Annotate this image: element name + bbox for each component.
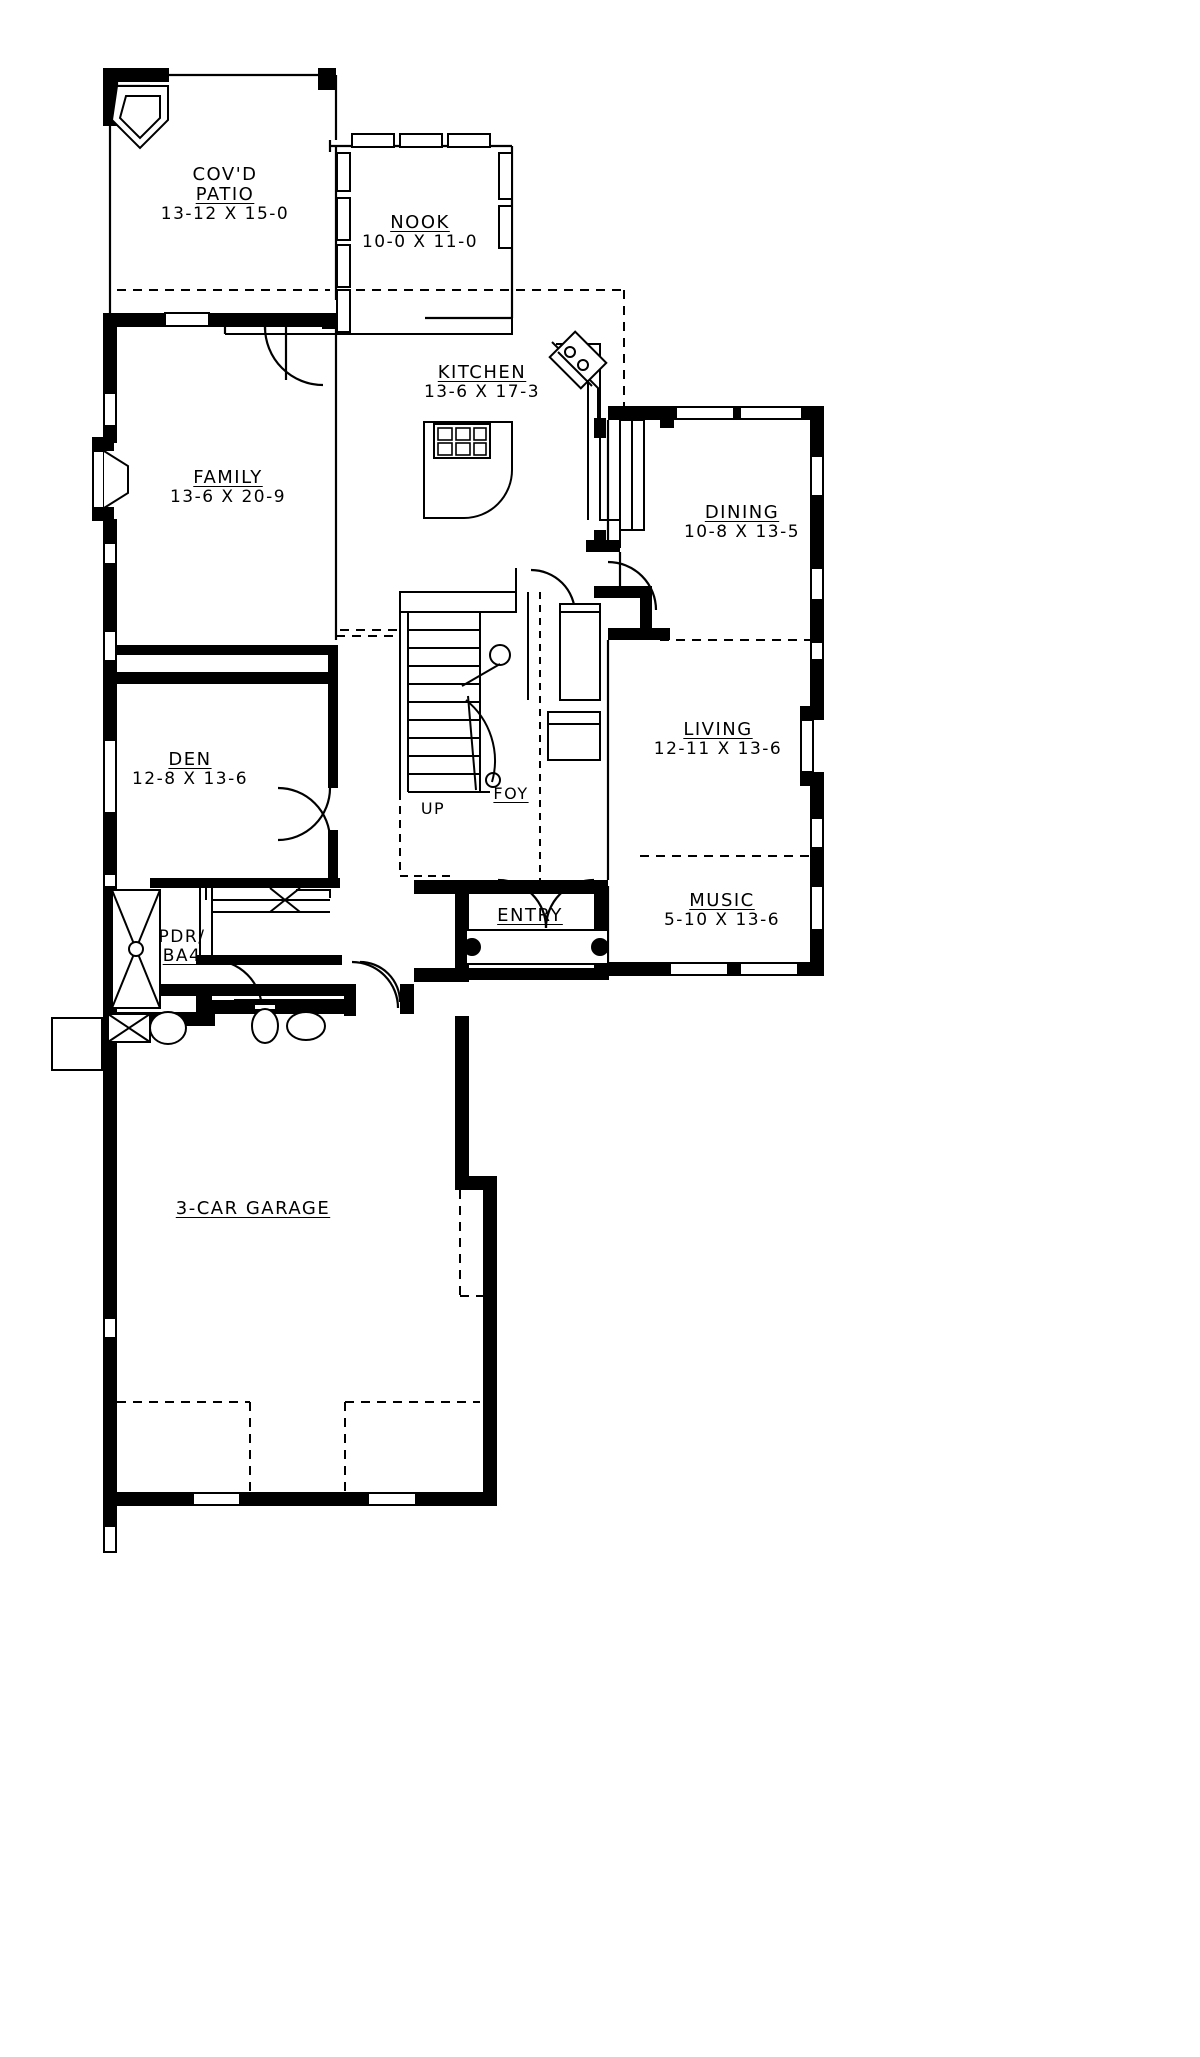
windows — [92, 133, 824, 1553]
fixtures — [51, 85, 812, 1492]
